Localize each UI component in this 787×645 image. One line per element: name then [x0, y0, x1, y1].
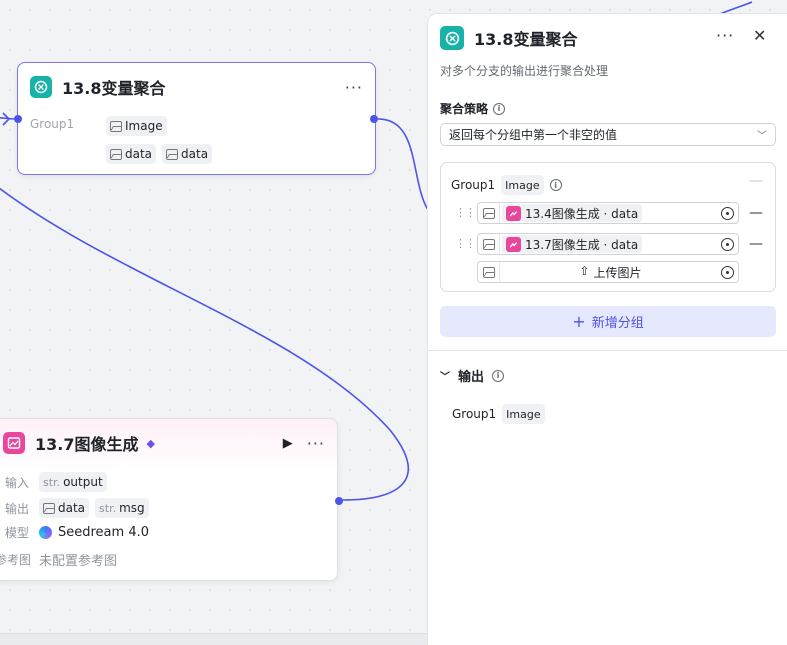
group-label: Group1 [30, 117, 75, 131]
info-icon[interactable]: i [549, 179, 562, 191]
chevron-down-icon: ﹀ [440, 372, 450, 383]
input-key: 输入 [5, 475, 30, 490]
tag-output: str.output [39, 472, 107, 492]
variable-label: 13.4图像生成 · data [525, 206, 639, 221]
diamond-icon: ◆ [146, 436, 155, 450]
image-icon [482, 266, 495, 278]
edge-diagonal [0, 187, 410, 501]
upload-label[interactable]: 上传图片 [593, 265, 642, 280]
tag-data-1: data [106, 144, 157, 164]
node-title: 13.7图像生成 [35, 435, 139, 454]
remove-item-icon[interactable]: — [749, 236, 763, 252]
aggregate-icon [30, 76, 52, 98]
image-icon [110, 148, 122, 160]
output-port[interactable] [335, 497, 343, 505]
target-icon[interactable] [721, 206, 734, 220]
tag-image: Image [106, 116, 167, 136]
image-icon [482, 207, 495, 219]
reference-value: 未配置参考图 [39, 554, 118, 569]
panel-title[interactable]: 13.8变量聚合 [474, 30, 578, 49]
node-menu-button[interactable]: ··· [306, 433, 325, 453]
node-title: 13.8变量聚合 [62, 79, 166, 98]
plus-icon: + [572, 312, 586, 331]
variable-field[interactable]: 13.7图像生成 · data [477, 233, 739, 255]
edge-top-right [719, 1, 753, 15]
info-icon[interactable]: i [492, 369, 505, 382]
chevron-down-icon: ﹀ [757, 131, 767, 142]
aggregate-icon [440, 26, 464, 50]
group-type-tag: Image [501, 175, 544, 195]
output-group-name: Group1 [452, 407, 497, 421]
edge-arrow [2, 112, 11, 126]
variable-label: 13.7图像生成 · data [525, 237, 639, 252]
output-item: Group1 Image [452, 404, 545, 424]
group-item: ⋮⋮ 13.7图像生成 · data — [455, 233, 763, 255]
remove-item-icon[interactable]: — [749, 205, 763, 221]
panel-description[interactable]: 对多个分支的输出进行聚合处理 [440, 64, 609, 78]
add-group-button[interactable]: + 新增分组 [440, 306, 776, 337]
image-icon [166, 148, 179, 160]
variable-field[interactable]: 13.4图像生成 · data [477, 202, 739, 224]
image-icon [482, 238, 495, 250]
image-icon [43, 502, 55, 514]
output-type-tag: Image [502, 404, 545, 424]
image-icon [110, 120, 122, 132]
target-icon[interactable] [721, 265, 734, 279]
edge-agg-to-panel [377, 118, 429, 211]
group-item: ⋮⋮ 13.4图像生成 · data — [455, 202, 763, 224]
upload-field[interactable]: ⇧上传图片 [477, 261, 739, 283]
model-value: Seedream 4.0 [58, 525, 149, 540]
remove-group-icon[interactable]: — [749, 173, 763, 189]
output-key: 输出 [5, 501, 30, 516]
model-key: 模型 [5, 526, 30, 540]
reference-key: 参考图 [0, 553, 32, 567]
output-port[interactable] [370, 115, 378, 123]
image-generation-icon [506, 205, 521, 221]
seedream-icon [39, 526, 52, 539]
run-button[interactable]: ▶ [282, 435, 293, 451]
target-icon[interactable] [721, 237, 734, 251]
panel-menu-button[interactable]: ··· [716, 26, 735, 45]
canvas-scrollbar[interactable] [0, 633, 430, 645]
group-box: Group1 Image i — ⋮⋮ 13.4图像生成 · data — ⋮⋮… [440, 162, 776, 292]
upload-icon: ⇧ [579, 263, 590, 278]
edge-left-to-agg [0, 117, 15, 120]
aggregation-node[interactable]: 13.8变量聚合 ··· Group1 Image data data [14, 62, 378, 175]
tag-data: data [39, 498, 90, 518]
output-section-header[interactable]: ﹀ 输出 i [440, 366, 505, 385]
divider [428, 350, 787, 351]
tag-msg: str.msg [95, 498, 149, 518]
input-port[interactable] [14, 115, 22, 123]
close-icon[interactable]: ✕ [753, 26, 767, 45]
tag-data-2: data [162, 144, 213, 164]
image-generation-node[interactable]: 13.7图像生成 ◆ ▶ ··· 输入 str.output 输出 data s… [0, 418, 343, 581]
drag-handle-icon[interactable]: ⋮⋮ [455, 237, 476, 250]
info-icon[interactable]: i [493, 102, 506, 115]
group-name[interactable]: Group1 [451, 178, 496, 192]
upload-row: ⋮⋮ ⇧上传图片 [455, 261, 739, 283]
node-menu-button[interactable]: ··· [344, 77, 363, 97]
drag-handle-icon[interactable]: ⋮⋮ [455, 206, 476, 219]
image-generation-icon [506, 236, 521, 252]
strategy-select[interactable]: 返回每个分组中第一个非空的值 ﹀ [440, 123, 776, 146]
image-generation-icon [3, 432, 25, 454]
